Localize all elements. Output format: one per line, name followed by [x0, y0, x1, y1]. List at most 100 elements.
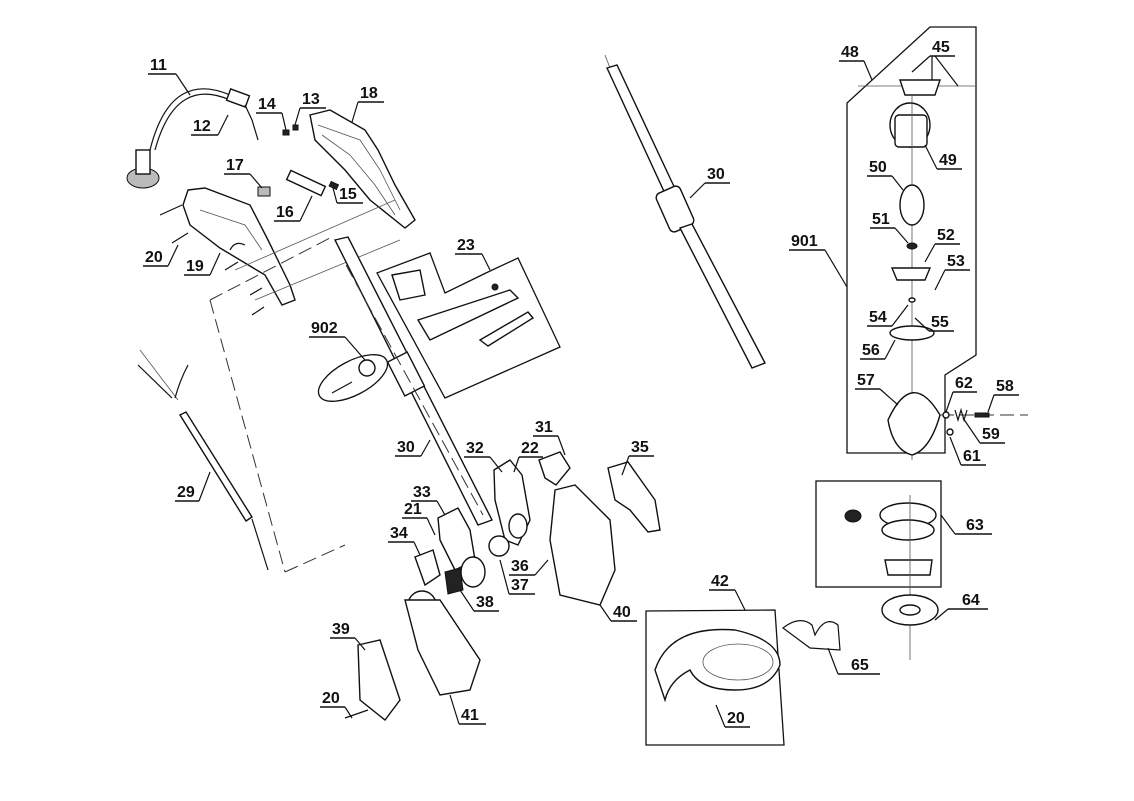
label-16: 16	[274, 195, 313, 222]
svg-text:20: 20	[145, 249, 163, 266]
label-20-guard: 20	[715, 704, 750, 728]
svg-text:39: 39	[332, 621, 350, 638]
svg-text:18: 18	[360, 85, 378, 102]
label-39: 39	[330, 621, 366, 651]
motor-box-901	[846, 26, 1028, 460]
svg-text:52: 52	[937, 227, 955, 244]
svg-text:32: 32	[466, 440, 484, 457]
svg-text:57: 57	[857, 372, 875, 389]
svg-text:51: 51	[872, 211, 890, 228]
svg-text:17: 17	[226, 157, 244, 174]
label-30-upper: 30	[689, 166, 730, 199]
svg-text:58: 58	[996, 378, 1014, 395]
switch-parts	[257, 124, 340, 197]
svg-text:34: 34	[390, 525, 408, 542]
shaft-30-upper	[604, 54, 766, 369]
shaft-30-lower	[333, 236, 493, 526]
label-20-handle: 20	[143, 244, 179, 267]
label-902: 902	[309, 320, 366, 361]
label-22: 22	[513, 440, 543, 473]
svg-text:23: 23	[457, 237, 475, 254]
svg-text:42: 42	[711, 573, 729, 590]
label-42: 42	[709, 573, 746, 611]
svg-text:15: 15	[339, 186, 357, 203]
label-901: 901	[789, 233, 848, 288]
label-20-head: 20	[320, 690, 353, 719]
label-49: 49	[924, 144, 962, 170]
svg-text:50: 50	[869, 159, 887, 176]
handle-half-right-18	[309, 109, 416, 229]
label-35: 35	[621, 439, 654, 476]
svg-text:29: 29	[177, 484, 195, 501]
label-62: 62	[945, 375, 977, 413]
label-55: 55	[914, 314, 954, 332]
label-32: 32	[464, 440, 503, 473]
svg-text:59: 59	[982, 426, 1000, 443]
svg-text:16: 16	[276, 204, 294, 221]
label-17: 17	[224, 157, 263, 189]
svg-text:14: 14	[258, 96, 276, 113]
label-48: 48	[839, 44, 873, 81]
svg-text:56: 56	[862, 342, 880, 359]
label-31: 31	[533, 419, 566, 456]
label-56: 56	[860, 339, 896, 360]
svg-text:37: 37	[511, 577, 529, 594]
label-64: 64	[934, 592, 988, 621]
label-50: 50	[867, 159, 904, 191]
label-57: 57	[855, 372, 899, 406]
label-34: 34	[388, 525, 421, 556]
svg-text:19: 19	[186, 258, 204, 275]
svg-text:64: 64	[962, 592, 980, 609]
label-45: 45	[911, 39, 959, 87]
svg-text:41: 41	[461, 707, 479, 724]
label-58: 58	[987, 378, 1019, 413]
spool-box-63	[815, 480, 942, 660]
screws-handle	[159, 204, 265, 316]
svg-text:902: 902	[311, 320, 338, 337]
power-cable-11	[126, 88, 259, 189]
svg-text:45: 45	[932, 39, 950, 56]
cable-29	[137, 349, 269, 571]
svg-text:55: 55	[931, 314, 949, 331]
svg-text:22: 22	[521, 440, 539, 457]
label-23: 23	[455, 237, 491, 271]
label-18: 18	[351, 85, 384, 123]
svg-text:33: 33	[413, 484, 431, 501]
svg-text:21: 21	[404, 501, 422, 518]
label-29: 29	[175, 471, 211, 502]
svg-text:53: 53	[947, 253, 965, 270]
label-65: 65	[827, 647, 880, 675]
svg-text:61: 61	[963, 448, 981, 465]
svg-text:12: 12	[193, 118, 211, 135]
label-38: 38	[459, 589, 499, 612]
svg-text:36: 36	[511, 558, 529, 575]
label-63: 63	[940, 514, 992, 535]
svg-text:62: 62	[955, 375, 973, 392]
label-19: 19	[184, 252, 221, 276]
label-51: 51	[870, 211, 909, 244]
guard-box-42	[645, 609, 841, 746]
label-30-lower: 30	[395, 439, 431, 457]
svg-text:11: 11	[150, 57, 167, 74]
label-14: 14	[256, 96, 287, 131]
svg-text:48: 48	[841, 44, 859, 61]
svg-text:30: 30	[397, 439, 415, 456]
label-21: 21	[402, 501, 436, 536]
svg-text:54: 54	[869, 309, 887, 326]
svg-text:20: 20	[322, 690, 340, 707]
head-housing	[344, 451, 661, 721]
svg-text:49: 49	[939, 152, 957, 169]
label-12: 12	[191, 114, 229, 136]
label-36: 36	[509, 558, 549, 576]
svg-text:35: 35	[631, 439, 649, 456]
hardware-kit-902	[317, 354, 389, 402]
svg-text:40: 40	[613, 604, 631, 621]
label-33: 33	[411, 484, 446, 516]
label-11: 11	[148, 57, 191, 96]
assembly-dash-lines	[209, 199, 401, 573]
motor-small-parts	[942, 407, 990, 436]
svg-text:65: 65	[851, 657, 869, 674]
svg-text:30: 30	[707, 166, 725, 183]
svg-text:31: 31	[535, 419, 553, 436]
